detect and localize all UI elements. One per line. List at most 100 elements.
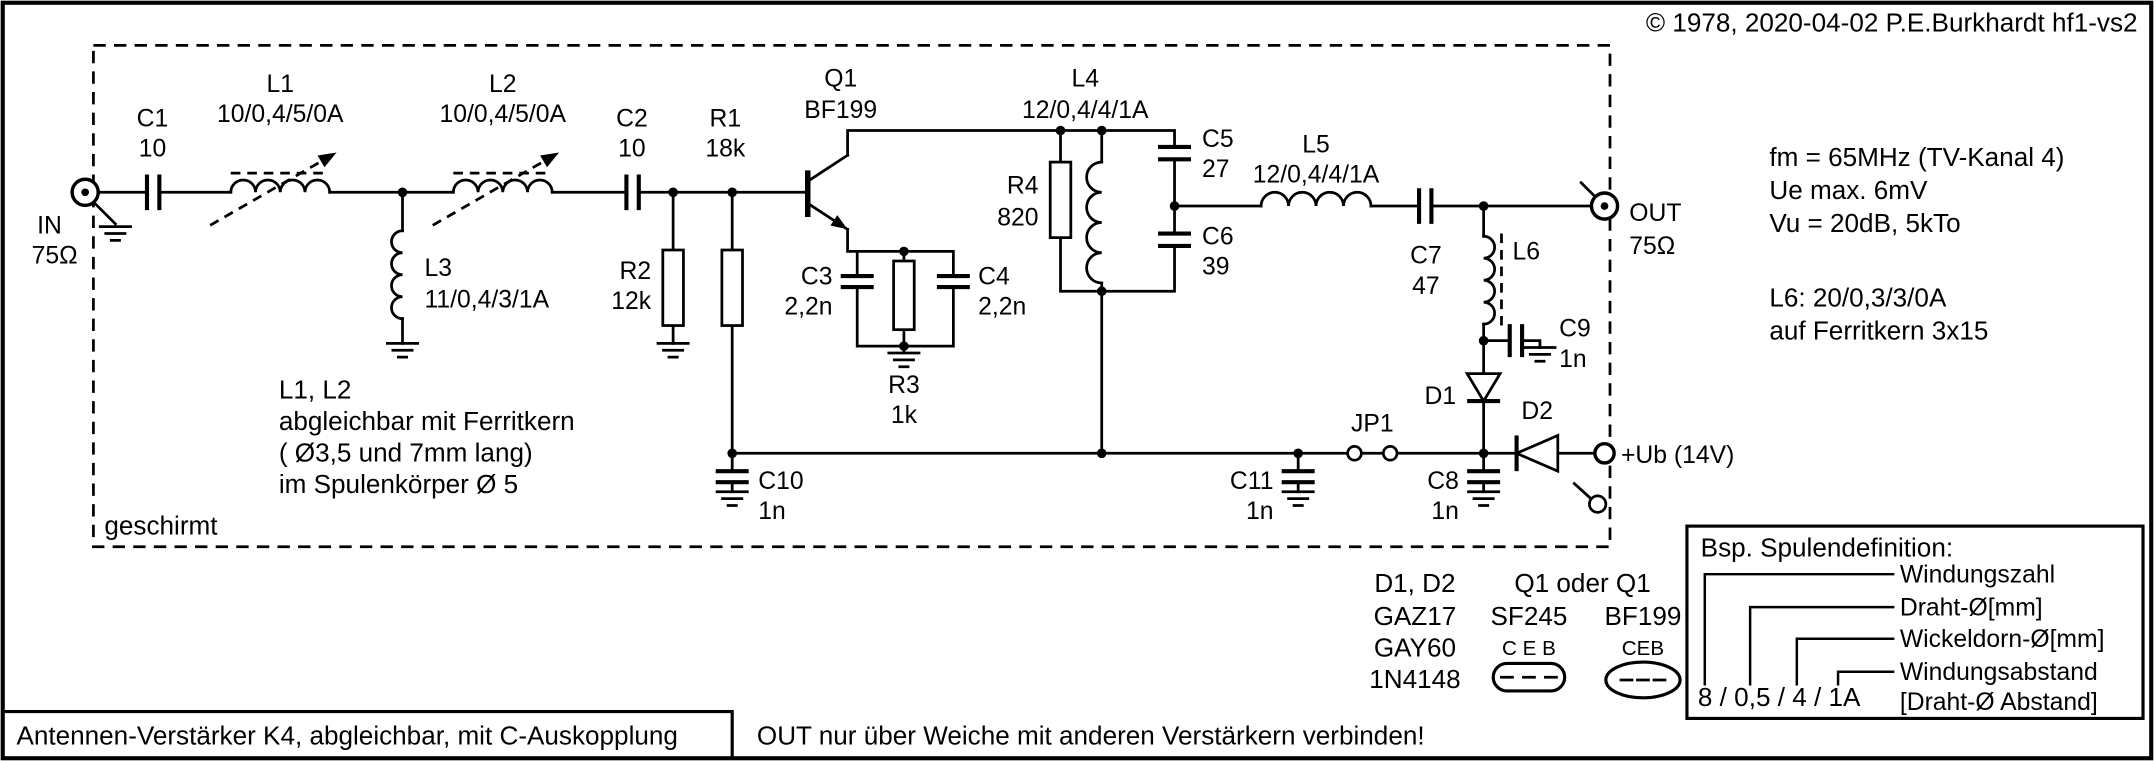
c11-value: 1n — [1246, 498, 1274, 525]
footer-title-border — [1, 709, 734, 760]
supply-terminal-icon — [1593, 441, 1616, 465]
capacitor-c9: C9 1n — [1507, 316, 1591, 373]
r3-value: 1k — [891, 402, 918, 429]
l6-ref: L6 — [1512, 239, 1540, 266]
shield-label: geschirmt — [104, 510, 218, 540]
q1-emitter-arrow-icon — [830, 215, 848, 230]
resistor-r1: R1 18k — [705, 105, 746, 327]
r2-value: 12k — [611, 288, 651, 315]
c9-ref: C9 — [1559, 316, 1591, 343]
l5-value: 12/0,4/4/1A — [1253, 162, 1380, 189]
l2-ref: L2 — [489, 71, 517, 98]
l1-value: 10/0,4/5/0A — [217, 101, 344, 128]
capacitor-c8: C8 1n — [1427, 468, 1501, 525]
coil-def-example: 8 / 0,5 / 4 / 1A — [1698, 682, 1861, 712]
r3-ref: R3 — [888, 372, 920, 399]
copyright-text: © 1978, 2020-04-02 P.E.Burkhardt hf1-vs2 — [1646, 8, 2138, 38]
resistor-r4: R4 820 — [997, 160, 1073, 240]
d2-ref: D2 — [1521, 398, 1553, 425]
capacitor-c10: C10 1n — [715, 468, 804, 525]
c11-ref: C11 — [1230, 468, 1274, 495]
d1-ref: D1 — [1425, 383, 1457, 410]
capacitor-c5: C5 27 — [1158, 126, 1234, 183]
l6-note-line1: L6: 20/0,3/3/0A — [1769, 282, 1947, 312]
coil-definition-brackets — [1703, 572, 1895, 686]
in-connector: IN 75Ω — [32, 177, 100, 270]
transistor-option-1: SF245 — [1491, 601, 1568, 631]
r4-value: 820 — [997, 204, 1038, 231]
c1-value: 10 — [139, 136, 167, 163]
c10-ref: C10 — [758, 468, 803, 495]
coil-def-label-1: Windungszahl — [1900, 561, 2055, 588]
in-impedance: 75Ω — [32, 243, 78, 270]
r1-value: 18k — [705, 136, 745, 163]
l1-adjust-arrow-icon — [209, 151, 338, 227]
transistor-option-2: BF199 — [1605, 601, 1682, 631]
c7-ref: C7 — [1410, 243, 1442, 270]
l2-adjust-arrow-icon — [432, 151, 560, 227]
inductor-l1: L1 10/0,4/5/0A — [209, 71, 344, 227]
c4-value: 2,2n — [978, 294, 1026, 321]
diode-d2: D2 — [1513, 398, 1560, 474]
in-label: IN — [37, 213, 62, 240]
transistor-q1: Q1 BF199 — [804, 66, 877, 230]
shield-enclosure: geschirmt — [92, 43, 1612, 549]
footer-warning: OUT nur über Weiche mit anderen Verstärk… — [757, 721, 1425, 751]
spec-line3: Vu = 20dB, 5kTo — [1769, 208, 1960, 238]
c8-ref: C8 — [1427, 468, 1459, 495]
r4-ref: R4 — [1007, 173, 1039, 200]
spec-note: fm = 65MHz (TV-Kanal 4) Ue max. 6mV Vu =… — [1769, 142, 2064, 345]
capacitor-c1: C1 10 — [137, 105, 169, 211]
pinout-bf199: CEB — [1622, 637, 1664, 660]
c5-value: 27 — [1202, 156, 1230, 183]
inductor-l3: L3 11/0,4/3/1A — [390, 229, 550, 321]
coil-note-line1: L1, L2 — [279, 374, 352, 404]
l6-note-line2: auf Ferritkern 3x15 — [1769, 315, 1988, 345]
spec-line1: fm = 65MHz (TV-Kanal 4) — [1769, 142, 2064, 172]
diode-types: D1, D2 GAZ17 GAY60 1N4148 — [1369, 568, 1460, 694]
c4-ref: C4 — [978, 263, 1010, 290]
c7-value: 47 — [1412, 273, 1440, 300]
coil-def-label-4: Windungsabstand — [1900, 659, 2098, 686]
diode-type-3: 1N4148 — [1369, 664, 1460, 694]
transistor-options: Q1 oder Q1 SF245 BF199 C E B CEB — [1491, 568, 1682, 700]
l4-ref: L4 — [1071, 66, 1099, 93]
footer-title: Antennen-Verstärker K4, abgleichbar, mit… — [16, 721, 677, 751]
coil-definition-title: Bsp. Spulendefinition: — [1701, 532, 1953, 562]
r2-ref: R2 — [620, 258, 652, 285]
c2-ref: C2 — [616, 105, 648, 132]
out-impedance: 75Ω — [1629, 233, 1675, 260]
c2-value: 10 — [618, 136, 646, 163]
c10-value: 1n — [758, 498, 786, 525]
footer: Antennen-Verstärker K4, abgleichbar, mit… — [1, 709, 1425, 760]
coil-note-line2: abgleichbar mit Ferritkern — [279, 406, 575, 436]
l3-value: 11/0,4/3/1A — [424, 287, 549, 314]
c6-value: 39 — [1202, 254, 1230, 281]
c8-value: 1n — [1431, 498, 1459, 525]
l3-ref: L3 — [424, 255, 452, 282]
sf245-package-icon — [1491, 661, 1567, 693]
c9-value: 1n — [1559, 346, 1587, 373]
l4-value: 12/0,4/4/1A — [1022, 97, 1149, 124]
c3-value: 2,2n — [784, 294, 832, 321]
capacitor-c7: C7 47 — [1410, 188, 1442, 300]
capacitor-c2: C2 10 — [616, 105, 648, 211]
transistor-options-title: Q1 oder Q1 — [1514, 568, 1650, 598]
capacitor-c4: C4 2,2n — [936, 263, 1026, 321]
c1-ref: C1 — [137, 105, 169, 132]
c5-ref: C5 — [1202, 126, 1234, 153]
inductor-l2: L2 10/0,4/5/0A — [432, 71, 567, 227]
out-label: OUT — [1629, 200, 1681, 227]
resistor-r2: R2 12k — [611, 248, 685, 327]
pinout-sf245: C E B — [1502, 637, 1556, 660]
c3-ref: C3 — [801, 263, 833, 290]
spec-line2: Ue max. 6mV — [1769, 175, 1928, 205]
c6-ref: C6 — [1202, 224, 1234, 251]
diode-type-1: GAZ17 — [1374, 601, 1457, 631]
jumper-jp1: JP1 — [1346, 410, 1399, 462]
coil-def-label-2: Draht-Ø[mm] — [1900, 594, 2043, 621]
diode-type-2: GAY60 — [1374, 633, 1456, 663]
l1-ref: L1 — [266, 71, 294, 98]
